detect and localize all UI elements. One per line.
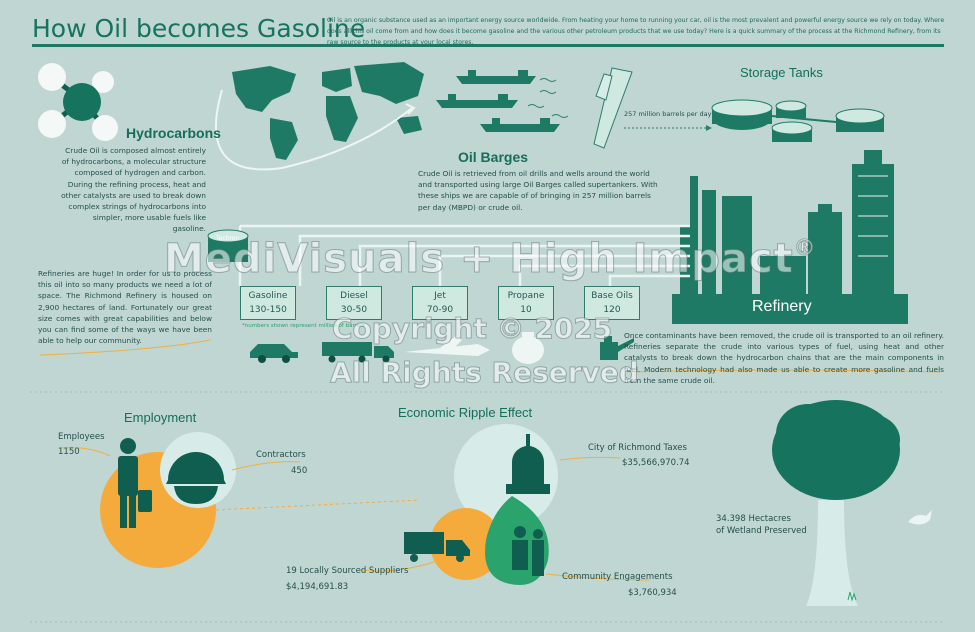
- contractors-value: 450: [291, 466, 308, 476]
- products-note: *numbers shown represent million of barr…: [242, 323, 365, 329]
- refinery-title: Refinery: [752, 298, 812, 315]
- oil-barge-icon: [436, 70, 560, 132]
- watermark-line3: All Rights Reserved: [330, 356, 640, 390]
- engagements-label: Community Engagements: [562, 572, 673, 582]
- bird-icon: [908, 510, 932, 525]
- car-icon: [250, 344, 298, 363]
- pipe-icon: [593, 67, 633, 149]
- world-map-icon: [232, 62, 424, 160]
- taxes-label: City of Richmond Taxes: [588, 443, 687, 453]
- refinery-icon: [672, 150, 908, 324]
- watermark-line2: Copyright © 2025: [331, 312, 613, 346]
- community-people-icon: [512, 526, 544, 576]
- intro-text: Oil is an organic substance used as an i…: [327, 17, 945, 46]
- propane-tank-icon: [512, 332, 544, 364]
- employees-value: 1150: [58, 447, 80, 457]
- header-rule: [32, 44, 944, 47]
- watermark-line1: MediVisuals + High Impact®: [164, 236, 817, 283]
- community-text: Refineries are huge! In order for us to …: [38, 269, 212, 346]
- delivery-truck-icon: [404, 532, 470, 562]
- contractors-label: Contractors: [256, 450, 306, 460]
- hydrocarbons-text: Crude Oil is composed almost entirely of…: [61, 146, 206, 234]
- employees-label: Employees: [58, 432, 105, 442]
- page-title: How Oil becomes Gasoline: [32, 14, 366, 43]
- employment-title: Employment: [124, 410, 197, 425]
- oil-can-icon: [600, 336, 634, 360]
- wetland-line2: of Wetland Preserved: [716, 526, 807, 536]
- storage-tanks-title: Storage Tanks: [740, 65, 823, 80]
- oil-barges-title: Oil Barges: [458, 149, 529, 165]
- capitol-building-icon: [506, 434, 550, 494]
- barrels-rate-label: 257 million barrels per day: [624, 110, 712, 118]
- engagements-value: $3,760,934: [628, 588, 677, 598]
- tree-icon: [772, 400, 900, 606]
- ripple-title: Economic Ripple Effect: [398, 405, 533, 420]
- molecule-icon: [38, 63, 118, 141]
- suppliers-value: $4,194,691.83: [286, 582, 349, 592]
- taxes-value: $35,566,970.74: [622, 458, 690, 468]
- suppliers-label: 19 Locally Sourced Suppliers: [286, 566, 409, 576]
- storage-tanks-icon: [711, 99, 885, 142]
- techron-label: Techron: [216, 235, 240, 242]
- hard-hat-icon: [166, 452, 226, 504]
- refinery-text: Once contaminants have been removed, the…: [624, 331, 944, 385]
- worker-icon: [118, 438, 152, 528]
- techron-canister-icon: [207, 229, 249, 262]
- truck-icon: [322, 342, 394, 363]
- hydrocarbons-title: Hydrocarbons: [126, 125, 221, 141]
- oil-barges-text: Crude Oil is retrieved from oil drills a…: [418, 169, 658, 212]
- wetland-line1: 34.398 Hectacres: [716, 514, 791, 524]
- airplane-icon: [404, 336, 490, 356]
